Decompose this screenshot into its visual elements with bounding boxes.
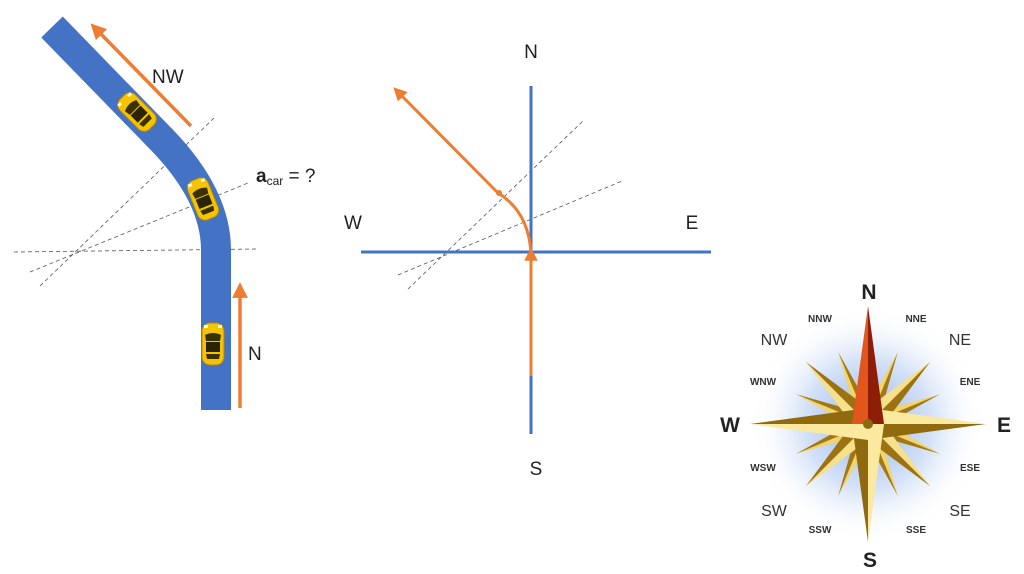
- axis-west-label: W: [344, 213, 362, 234]
- compass-se-label: SE: [949, 503, 970, 520]
- n-arrow-label: N: [248, 344, 262, 365]
- compass-ssw-label: SSW: [809, 525, 832, 536]
- nw-velocity-arrow: [90, 23, 193, 128]
- rose-north-point-left: [852, 306, 868, 424]
- compass-wnw-label: WNW: [750, 377, 777, 388]
- axis-south-label: S: [530, 459, 543, 480]
- rose-cardinal-point-2-right: [750, 408, 868, 424]
- compass-nne-label: NNE: [905, 314, 926, 325]
- car-north-icon: [201, 322, 225, 366]
- compass-w-label: W: [720, 414, 740, 437]
- compass-nw-label: NW: [761, 332, 789, 349]
- compass-ese-label: ESE: [960, 463, 980, 474]
- rose-north-point-right: [868, 306, 884, 424]
- nw-arrow-label: NW: [152, 67, 184, 88]
- accel-symbol: a: [256, 166, 267, 187]
- axes-guide-lines: [397, 119, 623, 290]
- turning-path-arrow: [393, 87, 533, 255]
- compass-wsw-label: WSW: [750, 463, 776, 474]
- compass-ene-label: ENE: [960, 377, 981, 388]
- road-panel: NW N acar = ?: [13, 16, 315, 410]
- path-marker: [496, 190, 502, 196]
- compass-nnw-label: NNW: [808, 314, 832, 325]
- rose-cardinal-point-0-right: [868, 424, 986, 440]
- rose-cardinal-point-1-left: [868, 424, 884, 542]
- road: [41, 16, 231, 410]
- compass-rose-icon: N S E W NE NW SE SW NNE NNW ENE WNW ESE …: [720, 281, 1011, 572]
- axis-north-label: N: [524, 42, 538, 63]
- compass-sw-label: SW: [761, 503, 788, 520]
- accel-subscript: car: [267, 174, 284, 188]
- compass-s-label: S: [863, 549, 877, 572]
- compass-ne-label: NE: [949, 332, 971, 349]
- rose-cardinal-point-2-left: [750, 424, 868, 440]
- compass-n-label: N: [861, 281, 876, 304]
- axes-panel: N S E W: [344, 42, 711, 480]
- accel-equals: = ?: [283, 166, 315, 187]
- rose-points: [750, 306, 986, 542]
- acceleration-question: acar = ?: [256, 166, 315, 188]
- axis-east-label: E: [686, 213, 699, 234]
- rose-cardinal-point-0-left: [868, 408, 986, 424]
- rose-cardinal-point-1-right: [852, 424, 868, 542]
- compass-e-label: E: [997, 414, 1011, 437]
- compass-sse-label: SSE: [906, 525, 926, 536]
